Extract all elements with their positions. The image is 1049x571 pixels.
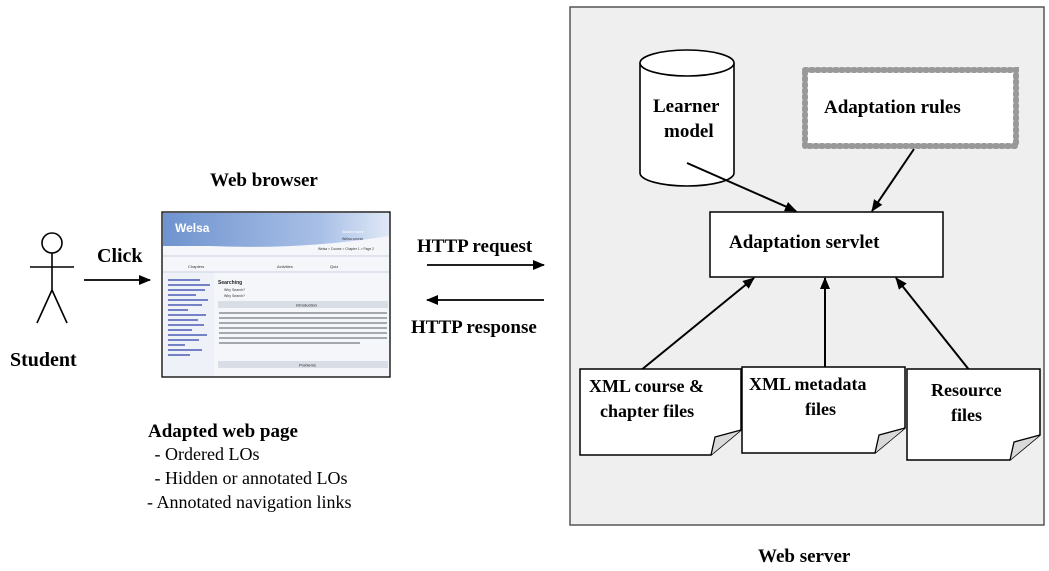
browser-screenshot: Welsa Student name Welsa course Welsa > … [161,211,391,378]
xml-course-files-line-2: chapter files [600,401,694,421]
screenshot-panel-title-2: Problems [299,363,316,368]
xml-course-files-line-1: XML course & [589,376,704,396]
screenshot-nav-links [168,279,210,356]
screenshot-logo: Welsa [175,221,210,235]
screenshot-bullet-2: Why Search? [224,294,245,298]
screenshot-tab-quiz: Quiz [330,264,338,269]
http-response-label: HTTP response [411,317,537,338]
click-label: Click [97,245,143,267]
course-files-to-servlet-arrow [639,277,755,372]
screenshot-header-line-2: Welsa course [342,237,363,241]
resource-files-box [906,368,1041,461]
learner-model-line-1: Learner [653,96,720,117]
learner-model-line-2: model [664,121,714,142]
resource-files-line-1: Resource [931,380,1002,400]
http-request-label: HTTP request [417,236,533,257]
adapted-item-1: - Ordered LOs [150,444,259,464]
adaptation-rules-box [802,67,1019,149]
xml-course-files-box [579,368,742,456]
adaptation-servlet-box [709,211,944,278]
student-label: Student [10,349,77,371]
screenshot-bullet-1: Why Search? [224,288,245,292]
resource-files-line-2: files [951,405,982,425]
screenshot-header-line-1: Student name [342,230,364,234]
xml-metadata-files-box [741,366,906,454]
adapted-item-3: - Annotated navigation links [147,492,351,512]
learner-to-servlet-arrow [686,162,797,212]
screenshot-tab-chapters: Chapters [188,264,204,269]
screenshot-tab-activities: Activities [277,264,293,269]
screenshot-section-title: Searching [218,280,242,286]
web-browser-title: Web browser [210,170,318,191]
rules-to-servlet-arrow [871,148,915,212]
adapted-title: Adapted web page [148,421,298,442]
learner-model-cylinder [639,49,735,187]
screenshot-body-text [219,312,387,344]
web-server-title: Web server [758,546,851,567]
resource-to-servlet-arrow [895,277,971,372]
xml-metadata-files-line-2: files [805,399,836,419]
xml-metadata-files-line-1: XML metadata [749,374,866,394]
student-figure [30,232,74,324]
screenshot-panel-title-1: Introduction [296,303,317,308]
adapted-item-2: - Hidden or annotated LOs [150,468,347,488]
screenshot-nav-text: Welsa > Course > Chapter 1 > Page 2 [318,247,374,251]
adaptation-servlet-label: Adaptation servlet [729,232,880,253]
adaptation-rules-label: Adaptation rules [824,97,961,118]
